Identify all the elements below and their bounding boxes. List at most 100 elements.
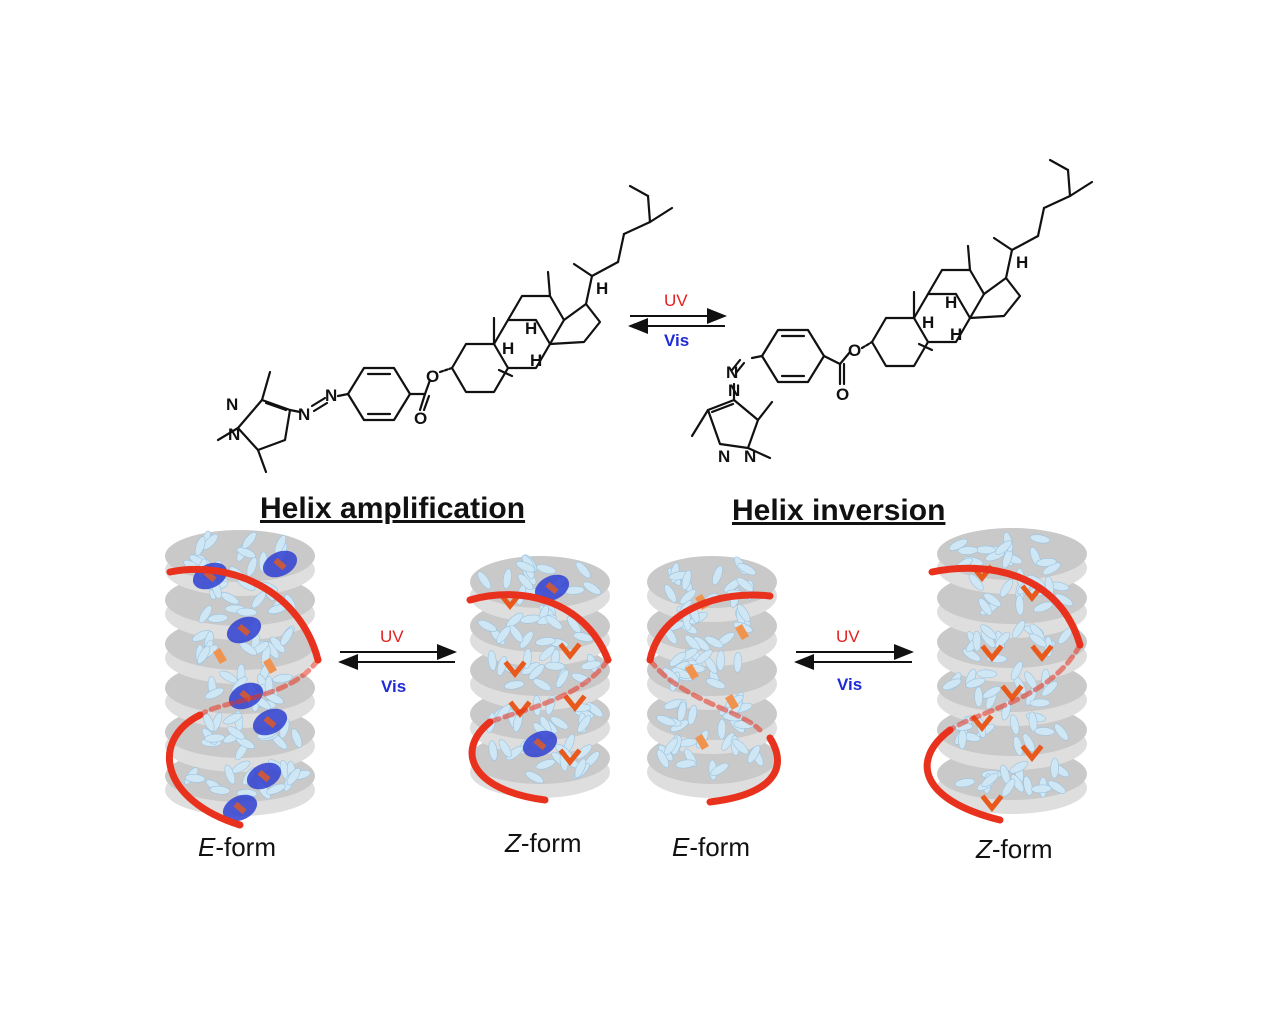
azo-dopant bbox=[263, 715, 277, 729]
helix-back-strand bbox=[947, 642, 1083, 733]
helix-front-strand bbox=[466, 591, 612, 664]
lc-mesogen bbox=[574, 758, 587, 778]
lc-mesogen bbox=[663, 737, 678, 756]
lc-mesogen bbox=[1012, 620, 1026, 639]
lc-mesogen bbox=[291, 728, 303, 748]
atom-n1-e: N bbox=[226, 395, 238, 414]
lc-mesogen bbox=[477, 619, 497, 632]
lc-mesogen bbox=[582, 581, 602, 595]
atom-h3-z: H bbox=[950, 325, 962, 344]
lc-mesogen bbox=[1009, 761, 1029, 774]
lc-mesogen bbox=[477, 571, 492, 590]
z-dopant-bent bbox=[970, 714, 994, 733]
z-dopant-bent bbox=[980, 794, 1004, 813]
lc-cylinder-inversion-e bbox=[646, 556, 781, 806]
lc-mesogen bbox=[532, 678, 552, 691]
lc-mesogen bbox=[747, 745, 761, 764]
lc-mesogen bbox=[999, 579, 1014, 598]
lc-mesogen bbox=[1054, 723, 1069, 741]
lc-mesogen bbox=[681, 569, 692, 591]
lc-mesogen bbox=[280, 627, 294, 646]
z-dopant-bent bbox=[980, 644, 1004, 663]
atom-h1-e: H bbox=[502, 339, 514, 358]
amplification-equilibrium-arrows: UV Vis bbox=[338, 627, 457, 696]
atom-o2-z: O bbox=[848, 341, 861, 360]
lc-mesogen bbox=[197, 645, 211, 664]
lc-mesogen bbox=[204, 687, 225, 700]
lc-mesogen bbox=[994, 540, 1012, 556]
amplification-z-form-label: Z-form bbox=[504, 828, 582, 858]
lc-mesogen bbox=[712, 565, 723, 586]
atom-n1-z: N bbox=[728, 381, 740, 400]
atom-h2-e: H bbox=[525, 319, 537, 338]
molecule-vis-label: Vis bbox=[664, 331, 689, 350]
atom-h1-z: H bbox=[922, 313, 934, 332]
helix-inversion-title: Helix inversion bbox=[732, 494, 945, 527]
z-dopant-bent bbox=[503, 660, 527, 679]
lc-mesogen bbox=[231, 760, 251, 774]
lc-mesogen bbox=[242, 531, 257, 549]
azo-dopant bbox=[545, 581, 559, 595]
azo-dopant bbox=[695, 733, 709, 751]
azo-dopant bbox=[735, 623, 749, 641]
lc-mesogen bbox=[733, 652, 743, 673]
lc-mesogen bbox=[978, 598, 993, 616]
helix-back-strand bbox=[647, 657, 763, 733]
lc-mesogen bbox=[737, 563, 757, 576]
lc-mesogen bbox=[1029, 698, 1051, 708]
lc-mesogen bbox=[981, 772, 999, 788]
helix-front-strand bbox=[928, 564, 1084, 649]
lc-mesogen bbox=[684, 634, 701, 651]
lc-mesogen bbox=[509, 624, 524, 643]
lc-mesogen bbox=[515, 561, 536, 573]
molecule-equilibrium-arrows: UV Vis bbox=[628, 291, 727, 350]
lc-mesogen bbox=[209, 785, 231, 795]
lc-mesogen bbox=[1013, 735, 1023, 757]
lc-mesogen bbox=[965, 677, 986, 689]
lc-mesogen bbox=[695, 649, 713, 664]
lc-cylinder-inversion-z bbox=[923, 528, 1087, 824]
lc-mesogen bbox=[737, 604, 751, 623]
atom-n2-z: N bbox=[726, 363, 738, 382]
lc-mesogen bbox=[519, 630, 534, 649]
lc-mesogen bbox=[1022, 733, 1035, 752]
lc-mesogen bbox=[705, 678, 726, 689]
lc-mesogen bbox=[520, 614, 541, 624]
lc-mesogen bbox=[704, 635, 724, 649]
molecule-e-isomer: N N N N O O H H H H bbox=[216, 184, 674, 474]
azo-dopant bbox=[257, 769, 271, 783]
lc-mesogen bbox=[656, 749, 670, 768]
z-dopant-bent bbox=[1030, 644, 1054, 663]
helix-front-strand bbox=[468, 718, 549, 804]
atom-o1-e: O bbox=[414, 409, 427, 428]
lc-mesogen bbox=[184, 773, 206, 783]
azo-dopant bbox=[213, 647, 227, 665]
atom-n4-e: N bbox=[325, 386, 337, 405]
z-dopant-bent bbox=[558, 748, 582, 767]
helix-back-strand bbox=[197, 657, 321, 718]
lc-cylinder-amplification-z bbox=[466, 554, 612, 804]
atom-h2-z: H bbox=[945, 293, 957, 312]
azo-dopant bbox=[685, 663, 699, 681]
lc-mesogen bbox=[716, 650, 725, 671]
lc-cylinder-amplification-e bbox=[165, 530, 322, 829]
lc-mesogen bbox=[272, 673, 293, 683]
atom-n3-e: N bbox=[298, 405, 310, 424]
lc-mesogen bbox=[544, 661, 566, 671]
lc-mesogen bbox=[1036, 557, 1057, 567]
molecule-z-isomer: N N N N O O H H H H bbox=[690, 158, 1094, 466]
atom-o2-e: O bbox=[426, 367, 439, 386]
lc-mesogen bbox=[577, 715, 592, 733]
atom-n4-z: N bbox=[744, 447, 756, 466]
lc-mesogen bbox=[535, 637, 556, 647]
lc-mesogen bbox=[236, 737, 255, 750]
lc-mesogen bbox=[226, 726, 245, 740]
lc-mesogen bbox=[1029, 534, 1051, 544]
lc-mesogen bbox=[525, 770, 544, 784]
lc-mesogen bbox=[976, 669, 998, 679]
lc-mesogen bbox=[679, 589, 697, 605]
atom-h4-z: H bbox=[1016, 253, 1028, 272]
inversion-equilibrium-arrows: UV Vis bbox=[794, 627, 914, 694]
lc-mesogen bbox=[286, 767, 301, 786]
lc-mesogen bbox=[236, 607, 258, 617]
